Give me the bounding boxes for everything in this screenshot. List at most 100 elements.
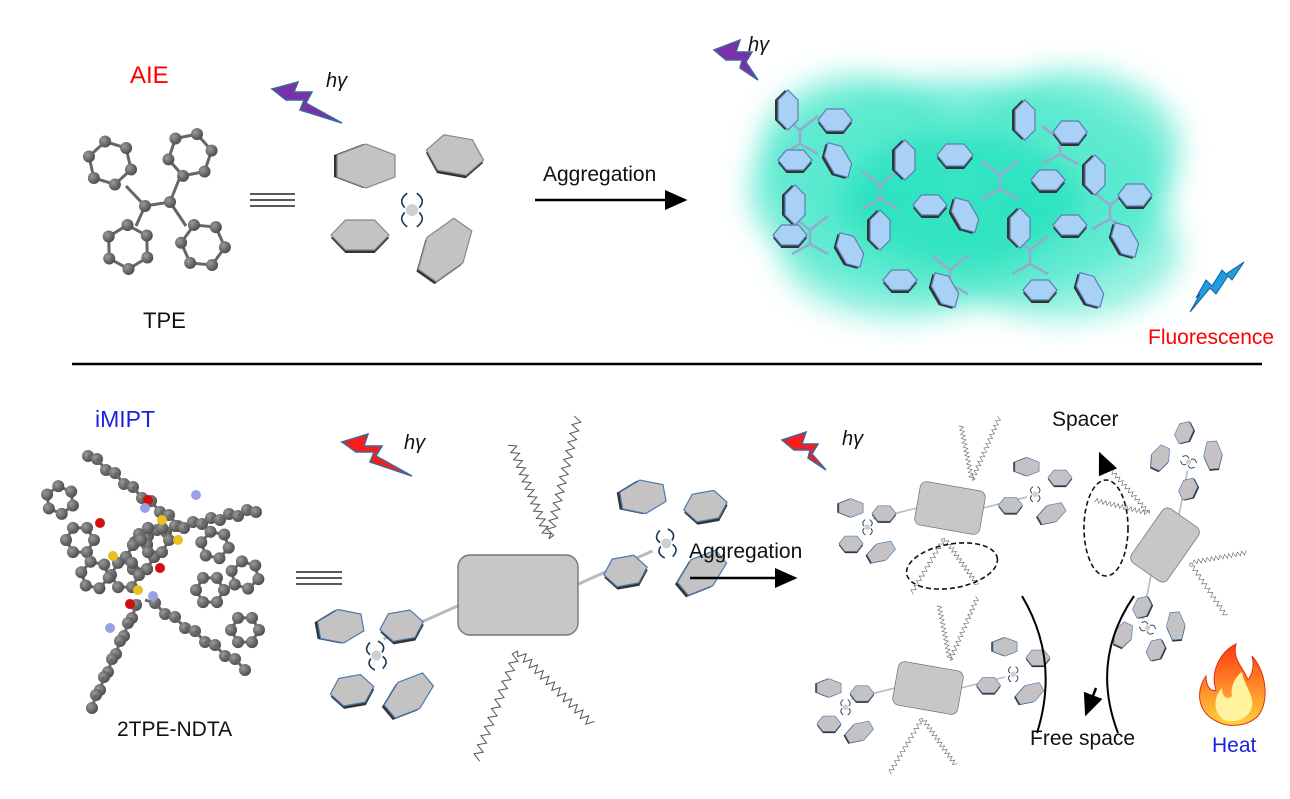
atom [140, 229, 153, 242]
phenyl-ring-shape [772, 224, 808, 248]
phenyl-ring-shape [817, 108, 853, 134]
alkyl-chain [949, 596, 980, 661]
phenyl-ring-shape [1025, 649, 1051, 668]
atom [135, 534, 147, 546]
phenyl-ring-shape [833, 231, 865, 269]
atom [142, 521, 154, 534]
atom [249, 559, 262, 572]
atom [218, 584, 230, 596]
alkyl-chain [1189, 562, 1228, 616]
phenyl-ring-shape [892, 139, 916, 181]
atom [125, 599, 135, 609]
alkyl-chain [517, 650, 595, 726]
aggregation-label-bottom: Aggregation [689, 540, 803, 563]
atom [67, 521, 79, 534]
phenyl-ring-shape [865, 540, 896, 564]
phenyl-ring-shape [1174, 421, 1196, 445]
phenyl-ring-shape [1022, 279, 1058, 303]
emission-bolt-icon [1189, 261, 1245, 313]
light-label-top-right: hγ [748, 34, 770, 56]
atom [99, 135, 112, 148]
atom [81, 546, 93, 559]
phenyl-ring-shape [682, 489, 728, 525]
phenyl-ring-shape [849, 685, 875, 703]
atom [239, 664, 251, 676]
spacer-label: Spacer [1052, 408, 1119, 431]
atom [205, 144, 218, 157]
atom [125, 163, 138, 176]
atom [41, 488, 54, 501]
atom [199, 549, 212, 562]
phenyl-ring-shape [815, 678, 842, 698]
atom [133, 569, 145, 581]
ndta-core [892, 661, 964, 715]
alkyl-chain [473, 650, 519, 762]
phenyl-ring-shape [991, 637, 1018, 657]
phenyl-ring-shape [1166, 611, 1186, 642]
atom [143, 495, 153, 505]
phenyl-ring-shape [1073, 271, 1105, 309]
atom [120, 142, 133, 155]
free-space-arrow [1083, 687, 1103, 717]
phenyl-ring-shape [838, 535, 864, 554]
ndta-core [914, 481, 986, 535]
atom [87, 171, 100, 184]
phenyl-ring-shape [334, 143, 396, 189]
atom [156, 521, 168, 534]
atom [162, 153, 175, 166]
equivalence-symbol-bottom [296, 571, 342, 585]
atom [121, 219, 134, 232]
atom [67, 546, 79, 559]
phenyl-ring-shape [1007, 207, 1031, 249]
equivalence-symbol-top [250, 193, 295, 207]
phenyl-ring-shape [1082, 154, 1106, 196]
phenyl-ring-shape [425, 134, 485, 179]
aggregated-tpe-cluster [772, 89, 1153, 309]
phenyl-ring-shape [1030, 169, 1066, 193]
atom [103, 252, 116, 265]
atom [197, 571, 209, 584]
atom [93, 582, 106, 595]
atom [139, 200, 151, 212]
atom [84, 555, 97, 568]
phenyl-ring-shape [975, 677, 1002, 695]
atom [75, 566, 88, 579]
atom [211, 571, 223, 584]
phenyl-ring-shape [381, 672, 435, 721]
atom [190, 128, 203, 141]
phenyl-ring-shape [314, 608, 365, 644]
phenyl-ring-shape [1014, 682, 1045, 706]
aggregation-label-top: Aggregation [543, 163, 657, 186]
spacer-region-ellipse [905, 542, 999, 590]
tpe-label: TPE [143, 308, 186, 333]
phenyl-ring-shape [1013, 457, 1040, 477]
atom [163, 534, 175, 546]
light-bolt-icon-top-right [712, 38, 759, 81]
light-bolt-icon-bottom-right [780, 430, 827, 471]
2tpe-ndta-molecule-model [41, 450, 265, 714]
alkyl-chain [958, 425, 975, 481]
phenyl-ring-shape [329, 673, 375, 709]
atom [79, 579, 92, 592]
fluorescence-label: Fluorescence [1148, 326, 1275, 349]
phenyl-ring-shape [616, 479, 667, 515]
phenyl-ring-shape [1113, 621, 1133, 650]
atom [81, 521, 93, 534]
phenyl-ring-shape [1052, 214, 1088, 238]
atom [218, 241, 231, 254]
atom [126, 556, 138, 569]
light-bolt-icon-bottom [340, 432, 413, 477]
atom [108, 178, 121, 191]
phenyl-ring-shape [871, 505, 897, 523]
atom [66, 499, 79, 512]
atom [195, 536, 208, 549]
phenyl-ring-shape [1036, 502, 1067, 526]
alkyl-chain [1094, 497, 1150, 516]
alkyl-chain [921, 718, 958, 765]
atom [184, 256, 197, 269]
atom [102, 230, 115, 243]
phenyl-ring-shape [843, 720, 874, 744]
ndta-core [1130, 507, 1200, 583]
